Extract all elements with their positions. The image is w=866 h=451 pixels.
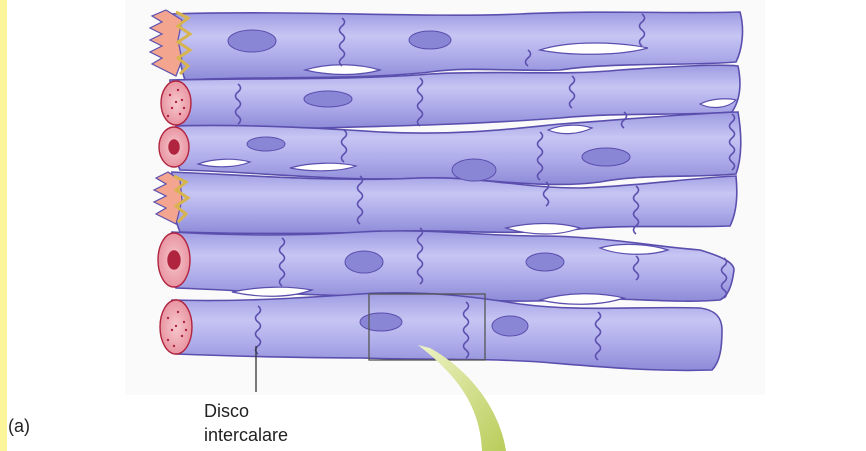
callout-label-line-2: intercalare (204, 424, 288, 446)
panel-label: (a) (8, 415, 30, 437)
callout-label-line-1: Disco (204, 400, 249, 422)
